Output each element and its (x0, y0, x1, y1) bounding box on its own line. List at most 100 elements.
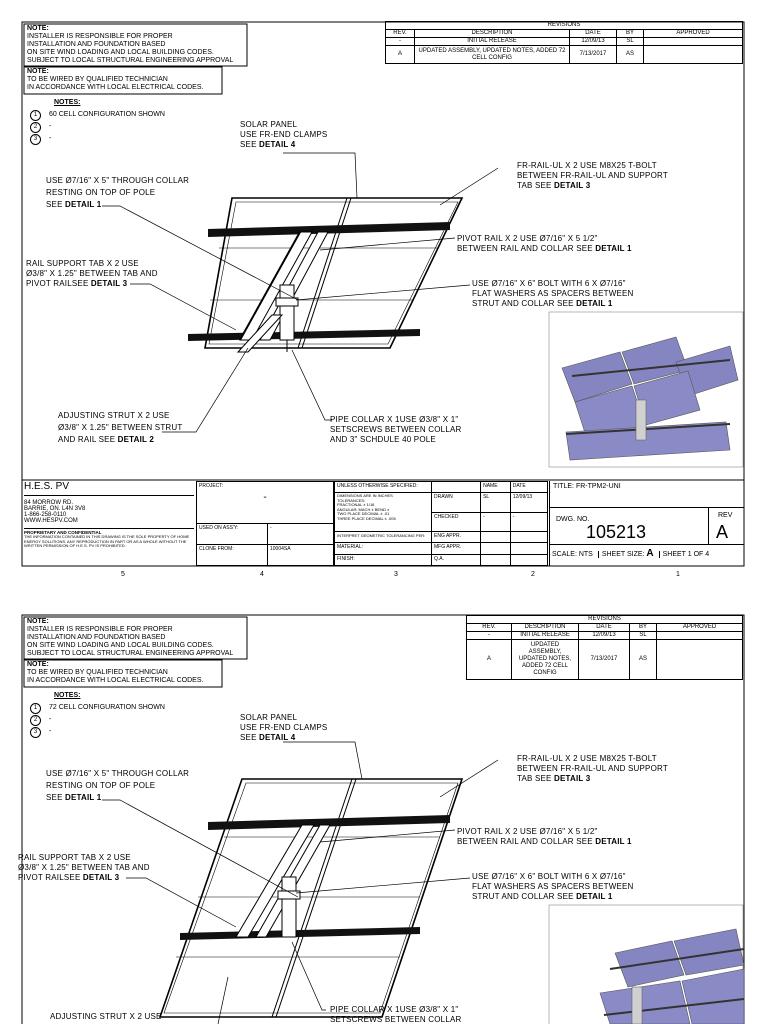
note-text: 72 CELL CONFIGURATION SHOWN (49, 704, 165, 711)
revisions-title: REVISIONS (385, 21, 743, 30)
company-info: H.E.S. PV 84 MORROW RD. BARRIE, ON. L4N … (24, 481, 194, 565)
pivot-rail (235, 824, 315, 938)
proprietary-text: THE INFORMATION CONTAINED IN THIS DRAWIN… (24, 534, 190, 548)
project-block: PROJECT:- USED ON ASS'Y:- CLONE FROM:100… (196, 481, 334, 566)
description-cell: INITIAL RELEASE (414, 37, 570, 46)
by-cell: SL (629, 631, 657, 640)
rev-label: REV (718, 512, 733, 519)
note-line: SUBJECT TO LOCAL STRUCTURAL ENGINEERING … (27, 650, 234, 657)
note-number: 3 (30, 134, 41, 145)
sheet-count: SHEET 1 OF 4 (658, 551, 710, 558)
callout-line: BETWEEN RAIL AND COLLAR SEE (457, 837, 596, 846)
callout-line: SEE (240, 733, 260, 742)
note-box-wiring: NOTE: TO BE WIRED BY QUALIFIED TECHNICIA… (25, 660, 225, 686)
sheet-size-label: SHEET SIZE: (597, 551, 647, 558)
date-cell: 12/09/13 (578, 631, 630, 640)
approved-cell (656, 631, 743, 640)
note-line: INSTALLATION AND FOUNDATION BASED (27, 634, 166, 641)
checked-label: CHECKED (430, 511, 482, 532)
approved-cell (656, 639, 743, 680)
callout-line: Ø3/8" X 1.25" BETWEEN TAB AND (18, 863, 150, 872)
used-on-label: USED ON ASS'Y: (196, 523, 268, 545)
description-col-header: DESCRIPTION (414, 29, 570, 38)
scale-label: SCALE: NTS (552, 551, 593, 558)
revisions-header-row: REV. DESCRIPTION DATE BY APPROVED (385, 29, 743, 38)
callout-line: RAIL SUPPORT TAB X 2 USE (26, 259, 139, 268)
isometric-panel-view (599, 928, 745, 1024)
rev-cell: A (385, 45, 415, 64)
tolerance-line: DIMENSIONS ARE IN INCHES (337, 493, 393, 499)
mfg-approval-label: MFG APPR. (430, 542, 482, 555)
callout-line: USE FR-END CLAMPS (240, 130, 328, 139)
callout-line: PIVOT RAIL X 2 USE Ø7/16" X 5 1/2" (457, 827, 598, 836)
notes-title: NOTES: (54, 692, 81, 699)
note-text: 60 CELL CONFIGURATION SHOWN (49, 111, 165, 118)
callout-line: SETSCREWS BETWEEN COLLAR (330, 425, 462, 434)
note-text: - (49, 716, 52, 723)
detail-reference: DETAIL 2 (117, 435, 155, 444)
note-number: 1 (30, 110, 41, 121)
callout-bolt-washers: USE Ø7/16" X 6" BOLT WITH 6 X Ø7/16" FLA… (472, 872, 634, 902)
callout-line: FLAT WASHERS AS SPACERS BETWEEN (472, 882, 634, 891)
callout-fr-rail: FR-RAIL-UL X 2 USE M8X25 T-BOLT BETWEEN … (517, 754, 668, 784)
by-cell: SL (616, 37, 644, 46)
note-number: 2 (30, 122, 41, 133)
detail-reference: DETAIL 1 (595, 837, 632, 846)
callout-line: BETWEEN RAIL AND COLLAR SEE (457, 244, 596, 253)
callout-line: USE FR-END CLAMPS (240, 723, 328, 732)
callout-pipe-collar: PIPE COLLAR X 1USE Ø3/8" X 1" SETSCREWS … (330, 1005, 462, 1024)
pipe-collar (279, 284, 295, 341)
note-item: 2- (30, 121, 230, 133)
callout-solar-panel: SOLAR PANEL USE FR-END CLAMPS SEE DETAIL… (240, 120, 327, 150)
detail-reference: DETAIL 4 (259, 733, 296, 742)
detail-reference: DETAIL 1 (595, 244, 632, 253)
callout-pipe-collar: PIPE COLLAR X 1USE Ø3/8" X 1" SETSCREWS … (330, 415, 462, 445)
revisions-table: REVISIONS REV. DESCRIPTION DATE BY APPRO… (385, 21, 743, 64)
callout-through-collar: USE Ø7/16" X 5" THROUGH COLLAR RESTING O… (46, 176, 189, 210)
callout-pivot-rail: PIVOT RAIL X 2 USE Ø7/16" X 5 1/2" BETWE… (457, 827, 632, 847)
project-value: - (263, 492, 267, 503)
rev-cell: A (466, 639, 512, 680)
approved-cell (643, 45, 743, 64)
revisions-table: REVISIONS REV. DESCRIPTION DATE BY APPRO… (466, 615, 743, 680)
callout-line: Ø3/8" X 1.25" BETWEEN TAB AND (26, 269, 158, 278)
name-header: NAME (480, 480, 511, 494)
callout-bolt-washers: USE Ø7/16" X 6" BOLT WITH 6 X Ø7/16" FLA… (472, 279, 634, 309)
detail-reference: DETAIL 1 (576, 892, 613, 901)
callout-line: PIPE COLLAR X 1USE Ø3/8" X 1" (330, 415, 459, 424)
zone-number: 5 (121, 571, 125, 578)
detail-reference: DETAIL 4 (259, 140, 296, 149)
callout-line: SOLAR PANEL (240, 120, 298, 129)
detail-reference: DETAIL 3 (90, 279, 128, 288)
drawn-date: 12/09/13 (509, 492, 549, 513)
isometric-panel-view (561, 336, 739, 461)
adjusting-strut (236, 314, 284, 353)
company-name: H.E.S. PV (24, 481, 70, 492)
sheet-size-value: A (646, 548, 654, 559)
drawing-title: TITLE: FR-TPM2-UNI (550, 481, 744, 508)
dwg-number: 105213 (586, 522, 647, 542)
callout-through-collar: USE Ø7/16" X 5" THROUGH COLLAR RESTING O… (46, 769, 189, 803)
note-line: TO BE WIRED BY QUALIFIED TECHNICIAN (27, 76, 168, 83)
upper-rail (208, 222, 450, 237)
callout-line: TAB SEE (517, 181, 555, 190)
company-website: WWW.HESPV.COM (24, 518, 78, 524)
note-text: - (49, 123, 52, 130)
note-title: NOTE: (27, 618, 49, 625)
note-line: ON SITE WIND LOADING AND LOCAL BUILDING … (27, 642, 214, 649)
callout-line: ADJUSTING STRUT X 2 USE (50, 1012, 162, 1021)
note-item: 2- (30, 714, 230, 726)
clone-from-value: 10004SA (267, 544, 334, 566)
note-line: ON SITE WIND LOADING AND LOCAL BUILDING … (27, 49, 214, 56)
tolerance-line: TOLERANCES: (337, 497, 366, 503)
callout-line: RESTING ON TOP OF POLE (46, 781, 156, 790)
callout-fr-rail: FR-RAIL-UL X 2 USE M8X25 T-BOLT BETWEEN … (517, 161, 668, 191)
by-col-header: BY (616, 29, 644, 38)
notes-title: NOTES: (54, 99, 81, 106)
detail-reference: DETAIL 1 (65, 200, 102, 209)
callout-line: FR-RAIL-UL X 2 USE M8X25 T-BOLT (517, 754, 657, 763)
drawing-sheet-2: NOTE: INSTALLER IS RESPONSIBLE FOR PROPE… (0, 597, 768, 1024)
note-title: NOTE: (27, 68, 49, 75)
